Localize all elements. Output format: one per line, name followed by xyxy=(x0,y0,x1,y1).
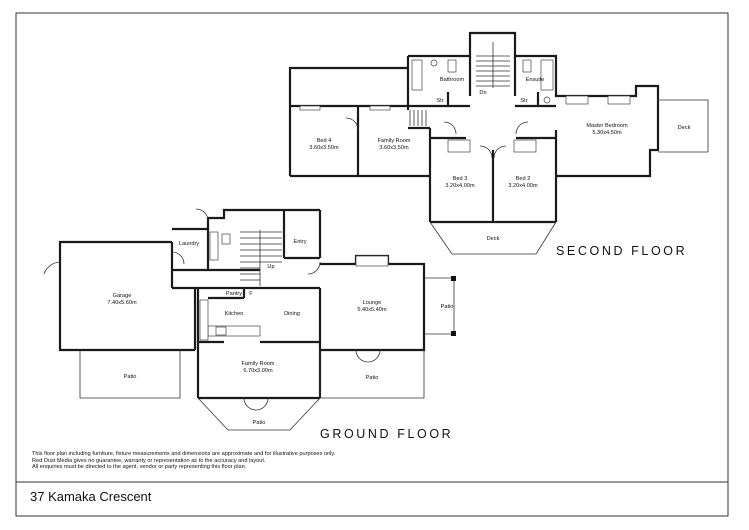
label-bathroom: Bathroom xyxy=(440,77,465,83)
label-dining: Dining xyxy=(284,311,300,317)
label-family-room-ground: Family Room xyxy=(242,361,275,367)
label-kitchen: Kitchen xyxy=(225,311,244,317)
label-str-right: Str xyxy=(520,98,527,104)
dims-bed2: 3.20x4.00m xyxy=(508,183,538,189)
dims-bed4: 3.60x3.50m xyxy=(309,145,339,151)
page-frame xyxy=(15,12,729,517)
title-ground-floor: GROUND FLOOR xyxy=(320,427,453,441)
disclaimer-line-1: This floor plan including furniture, fix… xyxy=(32,451,336,457)
dims-garage: 7.40x5.60m xyxy=(107,300,137,306)
property-address: 37 Kamaka Crescent xyxy=(30,489,152,504)
label-patio-family: Patio xyxy=(253,420,266,426)
ground-floor-plan xyxy=(43,208,456,431)
label-bed2: Bed 2 xyxy=(516,176,531,182)
label-bed3: Bed 3 xyxy=(453,176,468,182)
disclaimer-line-2: Red Dust Media gives no guarantee, warra… xyxy=(32,457,266,464)
disclaimer-line-3: All enquiries must be directed to the ag… xyxy=(32,464,247,471)
label-patio-lounge: Patio xyxy=(366,375,379,381)
label-patio-right: Patio xyxy=(441,304,454,310)
label-deck-bottom: Deck xyxy=(487,236,500,242)
label-bed4: Bed 4 xyxy=(317,138,332,144)
dims-bed3: 3.20x4.00m xyxy=(445,183,475,189)
label-patio-garage: Patio xyxy=(124,374,137,380)
label-f: F xyxy=(249,291,253,297)
dims-family-room-ground: 6.70x3.00m xyxy=(243,368,273,374)
label-entry: Entry xyxy=(293,239,306,245)
second-floor-plan xyxy=(288,31,709,255)
disclaimer: This floor plan including furniture, fix… xyxy=(32,451,335,471)
dims-master-bedroom: 5.30x4.50m xyxy=(592,130,622,136)
label-deck-right: Deck xyxy=(678,125,691,131)
label-garage: Garage xyxy=(113,293,132,299)
label-pantry: Pantry xyxy=(226,291,242,297)
label-ensuite: Ensuite xyxy=(526,77,545,83)
label-laundry: Laundry xyxy=(179,241,199,247)
label-lounge: Lounge xyxy=(363,300,382,306)
label-str-left: Str xyxy=(436,98,443,104)
label-family-room-upper: Family Room xyxy=(378,138,411,144)
dims-lounge: 5.40x5.40m xyxy=(357,307,387,313)
label-master-bedroom: Master Bedroom xyxy=(586,123,628,129)
label-up: Up xyxy=(267,264,274,270)
dims-family-room-upper: 3.60x3.50m xyxy=(379,145,409,151)
title-second-floor: SECOND FLOOR xyxy=(556,244,687,258)
label-dn: Dn xyxy=(479,90,486,96)
